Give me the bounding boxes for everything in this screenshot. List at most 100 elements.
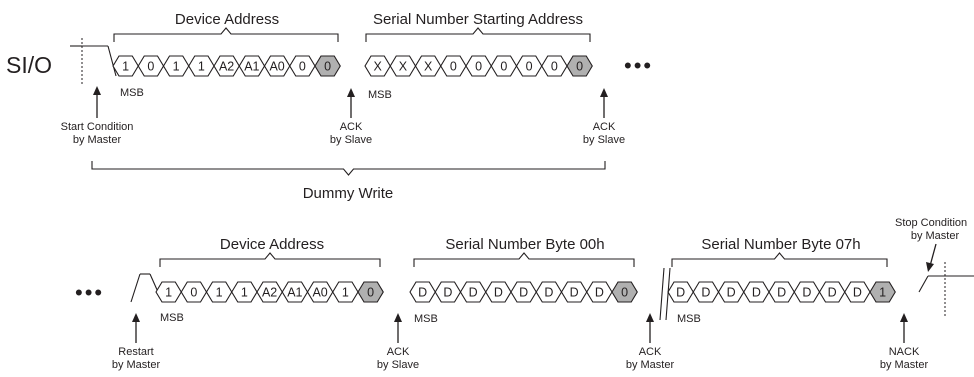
row1-msb-label: MSB [120, 87, 144, 99]
bit-value: 0 [450, 60, 457, 74]
bit-value: D [469, 286, 478, 300]
restart-fall [149, 273, 159, 293]
brace [671, 252, 888, 267]
bit-value: 1 [241, 286, 248, 300]
ack-label: by Slave [583, 134, 625, 146]
brace [91, 161, 606, 176]
row2-msb-label: MSB [677, 313, 701, 325]
arrow-head [394, 313, 402, 322]
restart-label: by Master [112, 359, 161, 371]
stop-rise [918, 275, 929, 293]
restart-label: Restart [118, 346, 153, 358]
bit-value: D [752, 286, 761, 300]
bit-value: X [399, 60, 408, 74]
bit-value: A2 [262, 286, 277, 300]
bit-value: A0 [269, 60, 284, 74]
row1-bit-cells: 1 0 1 1 A2 A1 A0 0 0 X X X 0 0 0 0 0 0 [70, 38, 608, 118]
serial-byte-00h-label: Serial Number Byte 00h [445, 236, 604, 253]
bit-value: D [595, 286, 604, 300]
bit-value: D [676, 286, 685, 300]
bit-value: 0 [526, 60, 533, 74]
row2-braces [159, 252, 888, 267]
bit-value: D [570, 286, 579, 300]
signal-label: SI/O [6, 52, 52, 78]
bit-value: 0 [147, 60, 154, 74]
row2-msb-label: MSB [414, 313, 438, 325]
arrow-head [93, 86, 101, 95]
bit-value: D [418, 286, 427, 300]
row1-serial-start-address-label: Serial Number Starting Address [373, 11, 583, 28]
row1-braces [91, 27, 606, 176]
ack-label: ACK [639, 346, 662, 358]
bit-value: D [701, 286, 710, 300]
dummy-write-label: Dummy Write [303, 185, 394, 202]
row1-msb-label: MSB [368, 89, 392, 101]
bit-value: 1 [165, 286, 172, 300]
row2-device-address-label: Device Address [220, 236, 324, 253]
brace [413, 252, 635, 267]
ack-label: ACK [340, 121, 363, 133]
lead-dots: ••• [75, 280, 104, 305]
ack-label: ACK [593, 121, 616, 133]
ack-cell [314, 55, 341, 77]
bit-value: 0 [299, 60, 306, 74]
ack-label: by Slave [377, 359, 419, 371]
bit-value: 0 [190, 286, 197, 300]
bit-value: A0 [312, 286, 327, 300]
arrow-head [926, 262, 934, 272]
bit-value: D [544, 286, 553, 300]
brace [159, 252, 381, 267]
bit-value: D [494, 286, 503, 300]
break-mark [665, 267, 671, 321]
bit-value: D [853, 286, 862, 300]
bit-value: 0 [551, 60, 558, 74]
arrow-head [900, 313, 908, 322]
restart-transition [130, 273, 141, 303]
ack-label: by Master [626, 359, 675, 371]
bit-value: X [424, 60, 433, 74]
brace [365, 27, 591, 42]
nack-label: NACK [889, 346, 920, 358]
ack-label: by Slave [330, 134, 372, 146]
arrow-head [600, 88, 608, 97]
bit-value: 0 [475, 60, 482, 74]
bit-value: 0 [500, 60, 507, 74]
ack-value: 0 [621, 286, 628, 300]
ack-cell [611, 281, 638, 303]
stop-condition-label: by Master [911, 230, 960, 242]
break-mark [659, 267, 665, 321]
nack-label: by Master [880, 359, 929, 371]
ack-value: 0 [576, 60, 583, 74]
bit-value: 1 [216, 286, 223, 300]
row2-msb-label: MSB [160, 312, 184, 324]
bit-value: 1 [198, 60, 205, 74]
arrow-head [347, 88, 355, 97]
ack-cell [357, 281, 384, 303]
ack-value: 0 [324, 60, 331, 74]
continuation-dots: ••• [624, 53, 653, 78]
bit-value: 1 [342, 286, 349, 300]
arrow-head [646, 313, 654, 322]
start-transition [107, 45, 117, 77]
start-condition-label: Start Condition [61, 121, 134, 133]
bit-value: 1 [173, 60, 180, 74]
row1-device-address-label: Device Address [175, 11, 279, 28]
bit-value: A1 [287, 286, 302, 300]
bit-value: A2 [219, 60, 234, 74]
serial-byte-07h-label: Serial Number Byte 07h [701, 236, 860, 253]
ack-value: 1 [879, 286, 886, 300]
bit-value: D [777, 286, 786, 300]
bit-value: D [802, 286, 811, 300]
arrow-head [132, 313, 140, 322]
bit-value: 1 [122, 60, 129, 74]
ack-label: ACK [387, 346, 410, 358]
stop-condition-label: Stop Condition [895, 217, 967, 229]
bit-value: X [373, 60, 382, 74]
bit-value: D [519, 286, 528, 300]
bit-value: A1 [244, 60, 259, 74]
bit-value: D [828, 286, 837, 300]
bit-value: D [727, 286, 736, 300]
stop-arrow [929, 243, 937, 267]
